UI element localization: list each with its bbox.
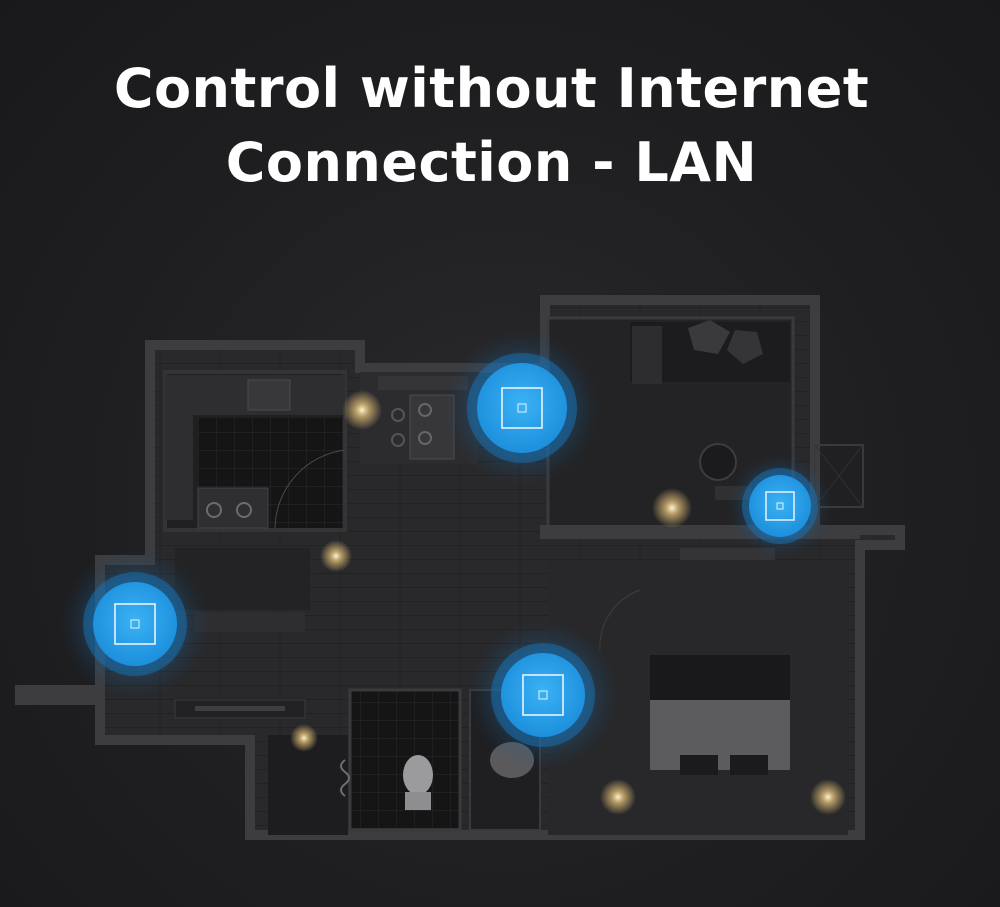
kitchen-room — [163, 370, 347, 532]
ceiling-lamp-icon — [320, 540, 352, 572]
ceiling-lamp-icon — [810, 779, 846, 815]
smart-switch-entrance — [60, 549, 210, 699]
hallway-cabinet — [174, 548, 310, 719]
wall-switch-icon — [501, 387, 543, 429]
ceiling-lamps — [290, 390, 846, 815]
wall-switch-icon — [765, 491, 795, 521]
smart-switch-living — [728, 454, 832, 558]
title-line-2: Connection - LAN — [225, 131, 758, 194]
wall-switch-icon — [522, 674, 564, 716]
ceiling-lamp-icon — [290, 724, 318, 752]
smart-switch-kitchen — [444, 330, 600, 486]
ceiling-lamp-icon — [652, 488, 692, 528]
smart-switch-bathroom — [468, 620, 618, 770]
page-title: Control without Internet Connection - LA… — [0, 52, 983, 200]
ceiling-lamp-icon — [600, 779, 636, 815]
bathroom — [268, 688, 541, 835]
wall-switch-icon — [114, 603, 156, 645]
title-line-1: Control without Internet — [113, 57, 870, 120]
ceiling-lamp-icon — [342, 390, 382, 430]
